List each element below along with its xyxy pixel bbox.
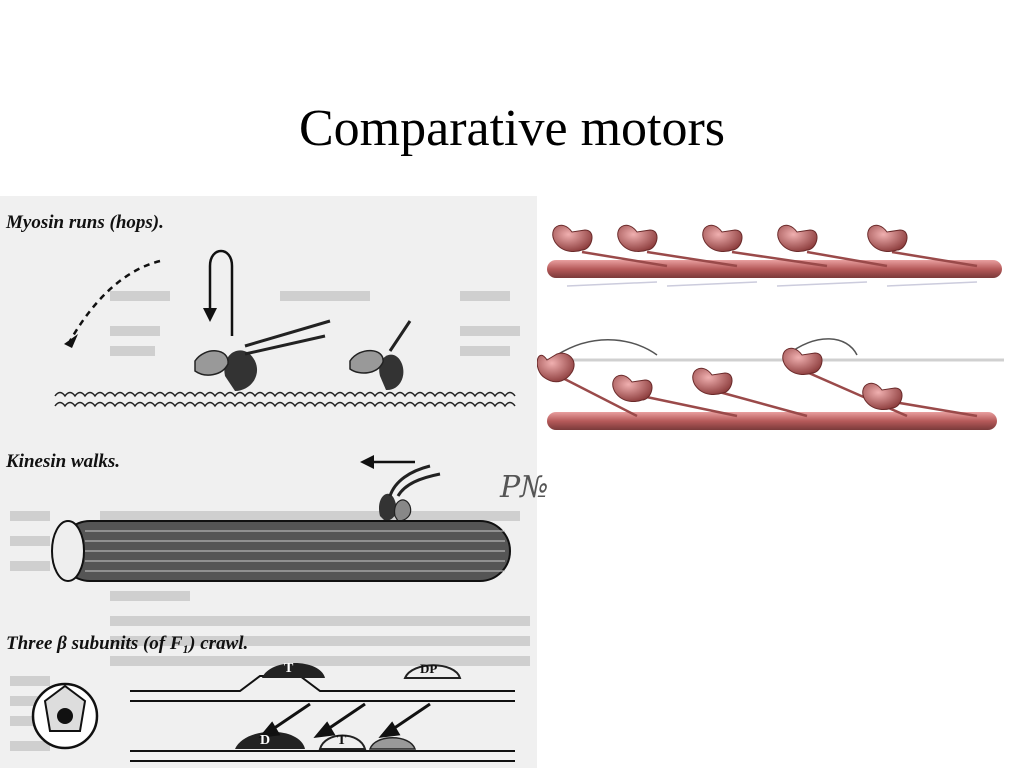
f1-crawl-track-top	[130, 663, 515, 702]
microtubule	[51, 520, 511, 582]
scanned-motors-figure: Myosin runs (hops). Kinesin walks. Three…	[0, 196, 537, 768]
nucleotide-T-top: T	[284, 661, 294, 676]
slide-title: Comparative motors	[298, 100, 726, 157]
nucleotide-T-bottom: T	[337, 733, 347, 748]
kinesin-motor	[378, 464, 441, 522]
myosin-hop-arrow	[68, 259, 161, 342]
myosin-head-2	[349, 320, 412, 391]
kinesin-label: Kinesin walks.	[6, 451, 121, 472]
nucleotide-DP-top: DP	[420, 661, 438, 676]
myosin-head-1	[194, 319, 331, 391]
handwritten-annotation: P№	[500, 470, 549, 505]
myosin-label: Myosin runs (hops).	[6, 212, 164, 233]
f1-crawl-track-bottom	[130, 731, 515, 762]
f1-transition-arrows	[258, 702, 431, 738]
myosin-3d-rendering	[537, 220, 1004, 438]
top-thick-filament	[547, 224, 1002, 287]
bleed-through-text	[10, 291, 530, 751]
myosin-on-actin-render	[537, 224, 1004, 430]
motors-illustration	[10, 249, 530, 762]
myosin-stroke-arrow	[208, 249, 234, 336]
nucleotide-D-bottom: D	[260, 733, 271, 748]
actin-filament	[54, 391, 516, 408]
f1-label: Three β subunits (of F₁) crawl.	[6, 633, 249, 654]
f1-rotor-icon	[31, 682, 99, 750]
bottom-thick-filament	[537, 338, 1004, 430]
